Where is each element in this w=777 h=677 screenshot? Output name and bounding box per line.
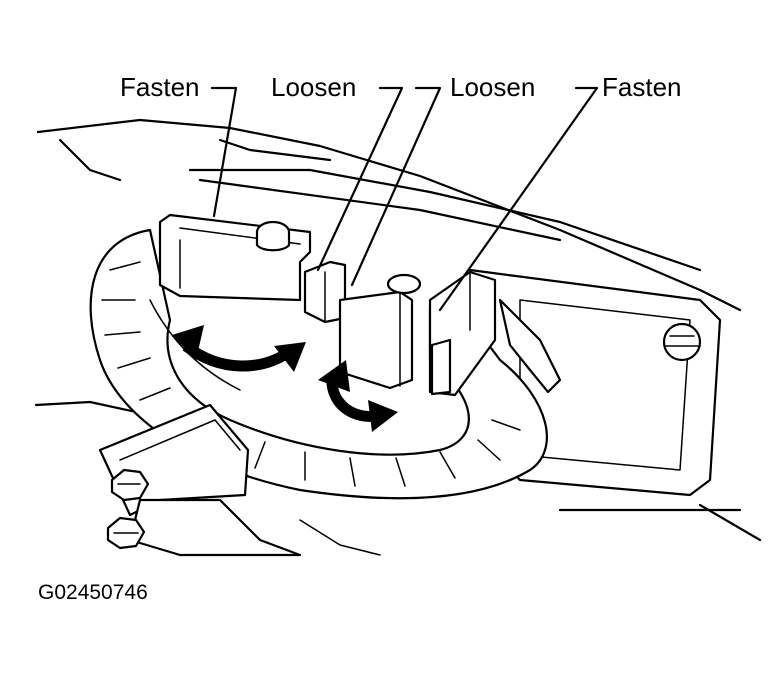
lower-bracket (98, 403, 381, 557)
label-loosen-left: Loosen (271, 72, 357, 102)
rotation-arrow-icon (172, 325, 306, 372)
leader-loosen-right (350, 86, 442, 287)
loosen-clips (303, 260, 422, 390)
label-fasten-left: Fasten (120, 72, 200, 102)
label-loosen-right: Loosen (450, 72, 536, 102)
bolt-icon (110, 468, 150, 502)
figure-id: G02450746 (38, 581, 148, 604)
bolt-icon (662, 322, 702, 362)
leader-fasten-right (438, 86, 599, 312)
leader-loosen-left (316, 86, 404, 272)
housing-outline (34, 118, 762, 542)
left-clamp (158, 213, 312, 302)
leader-fasten-left (210, 86, 238, 218)
label-fasten-right: Fasten (602, 72, 682, 102)
rotation-arrow-icon (318, 360, 398, 432)
leader-lines (210, 86, 599, 312)
